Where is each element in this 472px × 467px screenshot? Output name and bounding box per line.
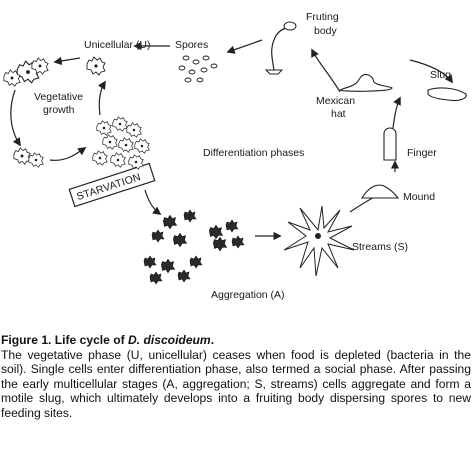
caption-period: . <box>210 333 215 347</box>
label-fruiting-body-1: Fruting <box>306 11 339 23</box>
label-mexican-hat-2: hat <box>331 108 346 120</box>
caption-species: D. discoideum <box>128 333 211 347</box>
caption-title: Figure 1. Life cycle of D. discoideum. <box>1 333 471 348</box>
life-cycle-diagram: Unicellular (U) Spores Fruting body Slug… <box>3 11 467 301</box>
cycle-arrows <box>10 39 453 241</box>
figure-caption: Figure 1. Life cycle of D. discoideum. T… <box>1 333 471 421</box>
label-finger: Finger <box>407 147 437 159</box>
fruiting-body <box>264 21 297 75</box>
mound <box>361 184 400 199</box>
label-unicellular: Unicellular (U) <box>84 39 151 51</box>
slug <box>427 87 467 102</box>
label-slug: Slug <box>430 69 451 81</box>
caption-body: The vegetative phase (U, unicellular) ce… <box>1 347 471 420</box>
caption-figure-label: Figure 1. Life cycle of <box>1 333 129 347</box>
streams-aggregate <box>283 205 355 277</box>
mexican-hat <box>339 73 393 92</box>
aggregating-cells <box>143 209 245 285</box>
starvation-box: STARVATION <box>68 162 156 208</box>
spores <box>178 55 218 83</box>
label-vegetative-growth-2: growth <box>43 104 75 116</box>
finger <box>383 127 397 161</box>
label-vegetative-growth-1: Vegetative <box>34 91 83 103</box>
label-aggregation: Aggregation (A) <box>211 289 285 301</box>
label-streams: Streams (S) <box>352 241 408 253</box>
unicellular-cells <box>3 56 106 87</box>
label-spores: Spores <box>175 39 208 51</box>
label-differentiation-phases: Differentiation phases <box>203 147 304 159</box>
label-fruiting-body-2: body <box>314 25 338 37</box>
vegetative-cluster <box>92 116 150 170</box>
dividing-cells <box>13 147 44 168</box>
label-mexican-hat-1: Mexican <box>316 95 355 107</box>
label-mound: Mound <box>403 191 435 203</box>
